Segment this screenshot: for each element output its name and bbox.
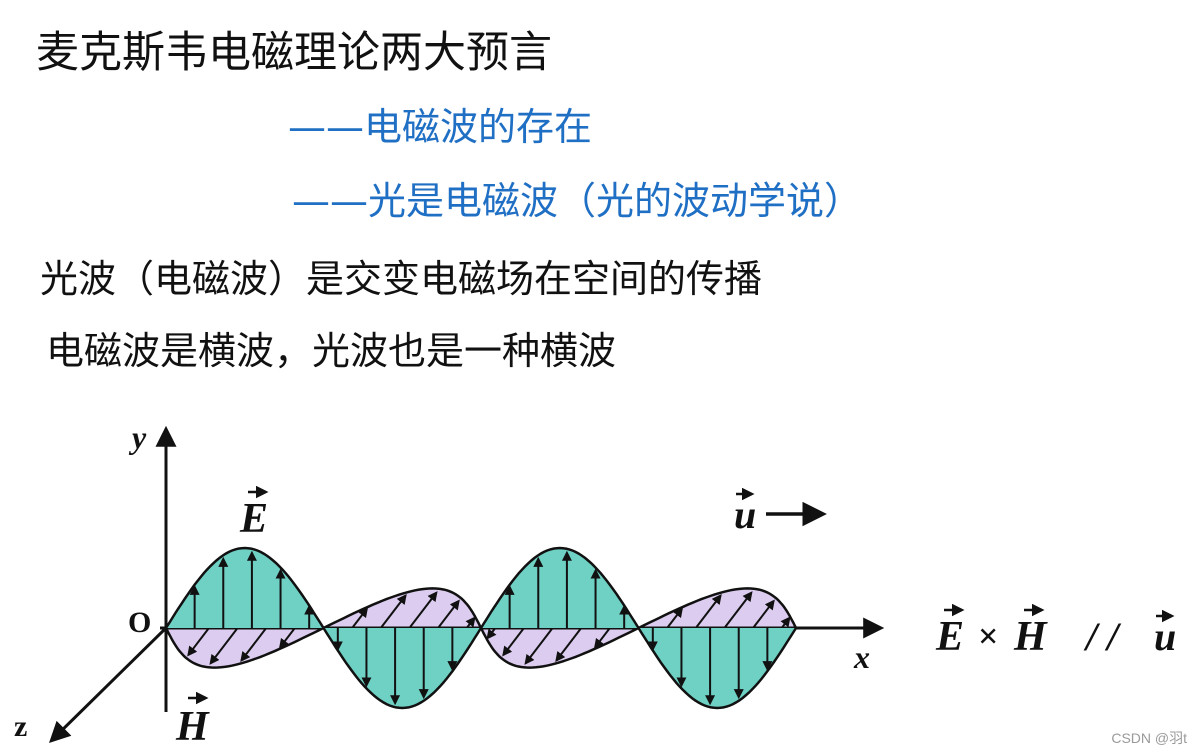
statement-1: 光波（电磁波）是交变电磁场在空间的传播: [40, 257, 763, 301]
slide-title: 麦克斯韦电磁理论两大预言: [36, 28, 552, 78]
svg-text:E: E: [935, 614, 964, 660]
prediction-2: ——光是电磁波（光的波动学说）: [292, 179, 863, 223]
statement-2: 电磁波是横波，光波也是一种横波: [46, 329, 617, 373]
svg-text:/ /: / /: [1083, 614, 1122, 659]
origin-label: O: [128, 606, 151, 639]
x-axis-label: x: [853, 639, 870, 675]
y-axis-label: y: [128, 419, 147, 455]
svg-text:u: u: [1154, 614, 1176, 659]
propagation-relation: E × H / / u: [935, 603, 1176, 660]
svg-text:E: E: [239, 496, 268, 542]
h-vector-label: H: [175, 691, 210, 750]
z-axis-label: z: [14, 710, 27, 743]
electric-field-wave: [164, 546, 798, 710]
u-vector-label: u: [734, 487, 827, 537]
z-axis: [49, 626, 168, 743]
svg-text:u: u: [734, 492, 756, 537]
e-vector-label: E: [239, 485, 269, 542]
csdn-watermark: CSDN @羽t: [1111, 730, 1187, 746]
svg-text:H: H: [1013, 614, 1048, 660]
prediction-1: ——电磁波的存在: [288, 105, 593, 149]
svg-text:×: ×: [978, 616, 999, 656]
em-wave-diagram: y x z O E H u E × H / / u: [14, 419, 1176, 750]
svg-text:H: H: [175, 704, 210, 750]
